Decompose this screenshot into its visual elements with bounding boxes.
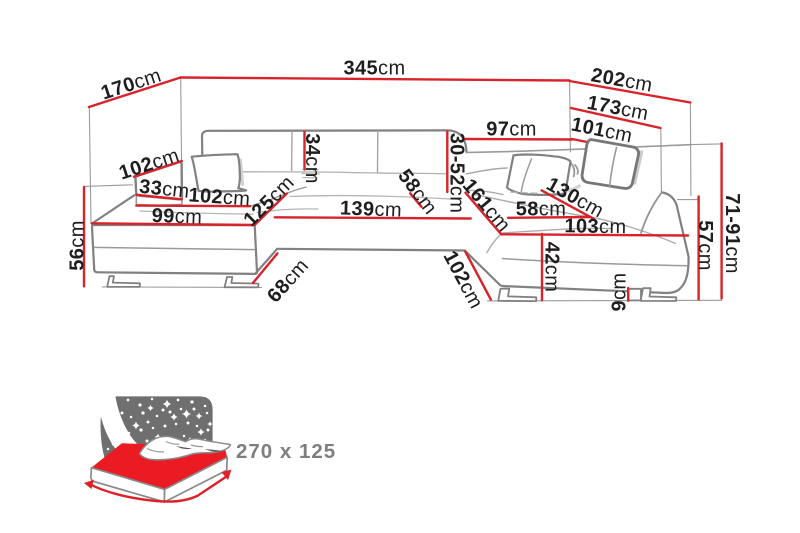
svg-text:34cm: 34cm — [301, 133, 323, 184]
svg-text:139cm: 139cm — [340, 197, 403, 221]
svg-text:30-52cm: 30-52cm — [446, 133, 468, 214]
svg-text:58cm: 58cm — [516, 198, 567, 220]
svg-text:57cm: 57cm — [694, 220, 716, 271]
svg-text:270 x 125: 270 x 125 — [236, 440, 336, 463]
svg-text:42cm: 42cm — [541, 242, 563, 293]
svg-text:97cm: 97cm — [486, 119, 537, 141]
svg-text:33cm: 33cm — [138, 176, 191, 203]
svg-text:56cm: 56cm — [67, 220, 89, 271]
svg-text:345cm: 345cm — [343, 58, 405, 80]
svg-text:9cm: 9cm — [609, 273, 631, 312]
svg-text:103cm: 103cm — [564, 215, 626, 238]
svg-text:99cm: 99cm — [151, 205, 202, 229]
svg-text:71-91cm: 71-91cm — [721, 193, 743, 274]
svg-text:102cm: 102cm — [188, 184, 251, 210]
